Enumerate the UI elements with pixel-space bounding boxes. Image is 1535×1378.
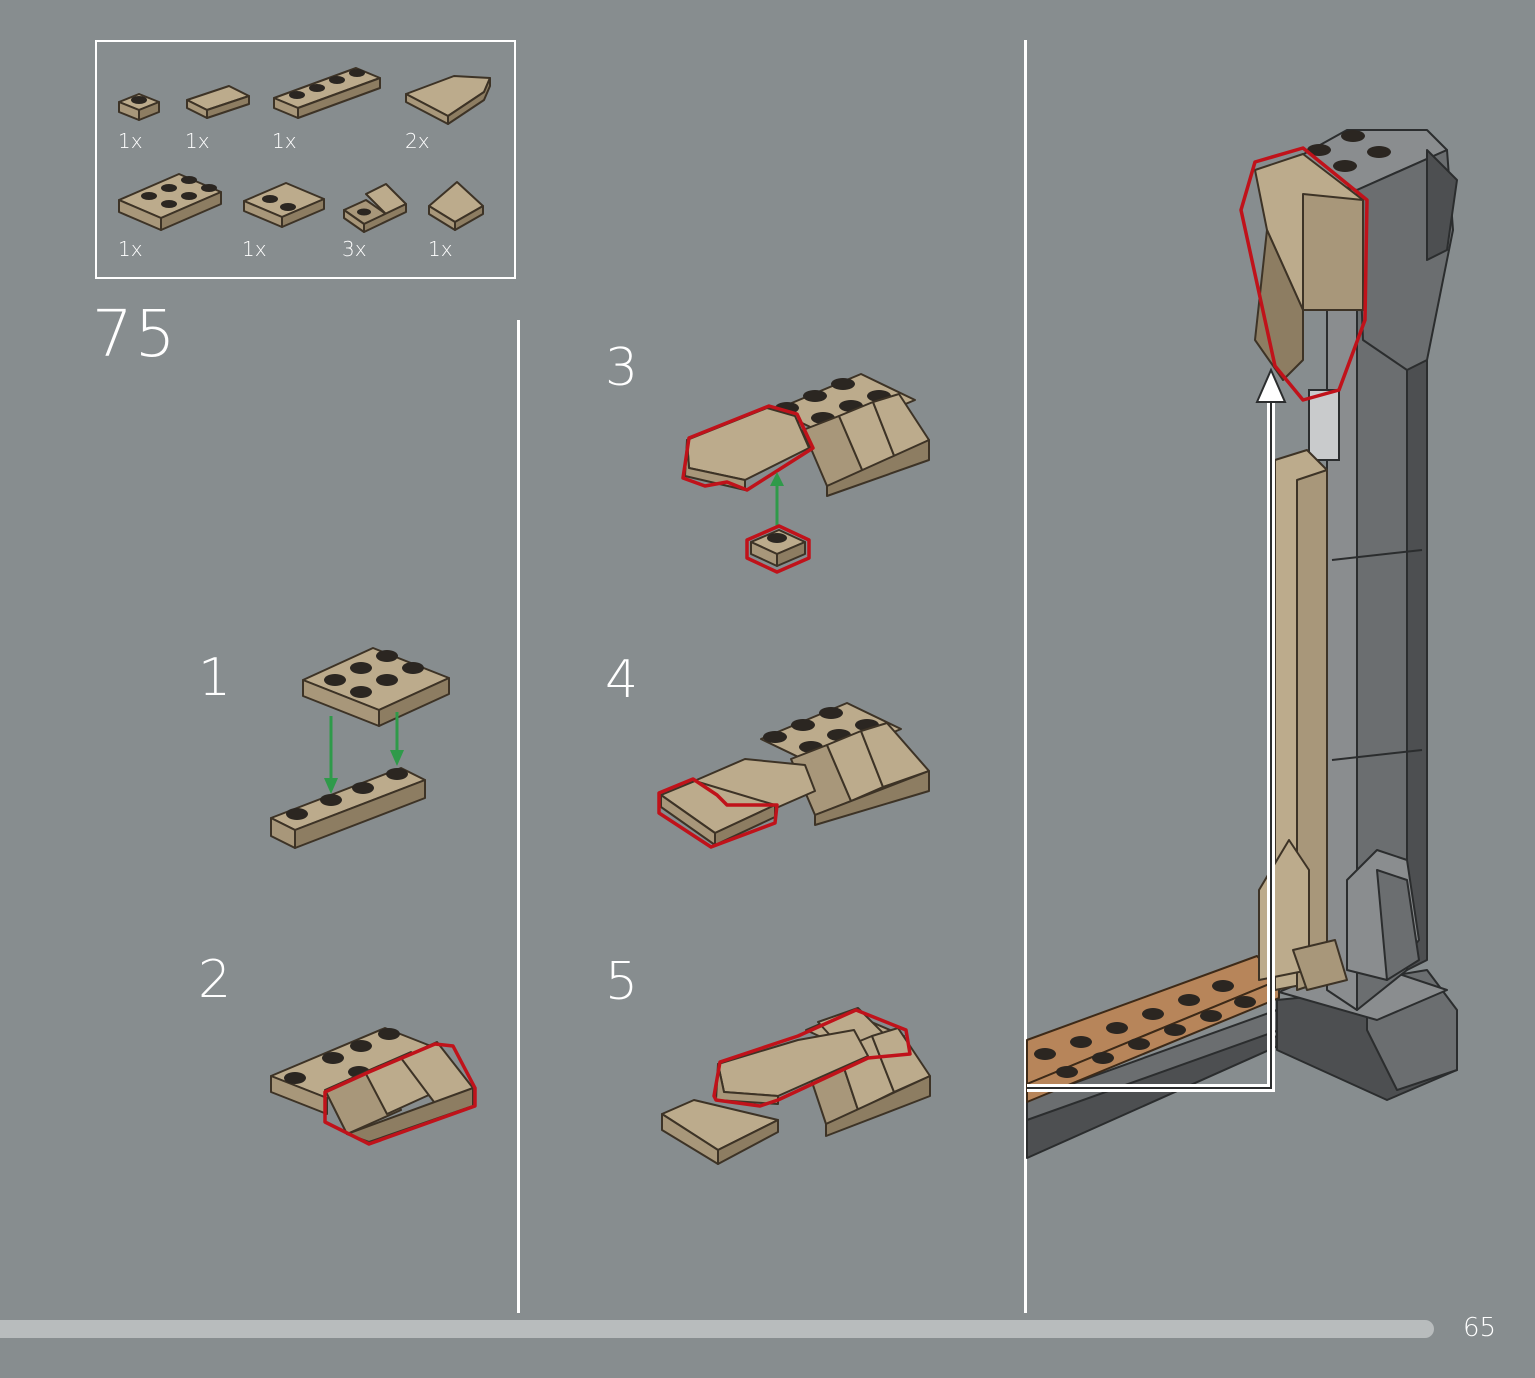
progress-bar (0, 1320, 1434, 1338)
part-qty: 3x (342, 237, 367, 261)
column-divider (517, 320, 520, 1313)
substep-number: 4 (605, 650, 639, 710)
plate-2x2-corner-image (243, 182, 325, 228)
plate-2x3-image (118, 173, 222, 231)
parts-list-box (95, 40, 516, 279)
part-qty: 1x (428, 237, 453, 261)
substep-number: 5 (605, 952, 639, 1012)
slope-1x2-image (428, 181, 484, 231)
substep-number: 3 (605, 338, 639, 398)
part-qty: 1x (242, 237, 267, 261)
substep-3-illustration (681, 373, 930, 574)
column-divider (1024, 40, 1027, 1313)
substep-number: 1 (198, 648, 232, 708)
step-number: 75 (92, 298, 178, 372)
substep-2-illustration (270, 1027, 477, 1146)
page-number: 65 (1463, 1313, 1497, 1343)
part-qty: 1x (185, 129, 210, 153)
tile-1x2-image (186, 85, 250, 119)
substep-1-illustration (270, 647, 450, 849)
wedge-plate-image (405, 75, 491, 125)
part-qty: 1x (118, 237, 143, 261)
plate-1x4-image (273, 67, 381, 119)
part-qty: 2x (405, 129, 430, 153)
plate-1x1-image (118, 93, 160, 121)
substep-5-illustration (661, 1007, 931, 1165)
substep-number: 2 (198, 950, 232, 1010)
slope-bracket-image (343, 183, 407, 233)
part-qty: 1x (272, 129, 297, 153)
main-assembly-illustration (1026, 129, 1458, 1159)
part-qty: 1x (118, 129, 143, 153)
substep-4-illustration (657, 702, 930, 849)
